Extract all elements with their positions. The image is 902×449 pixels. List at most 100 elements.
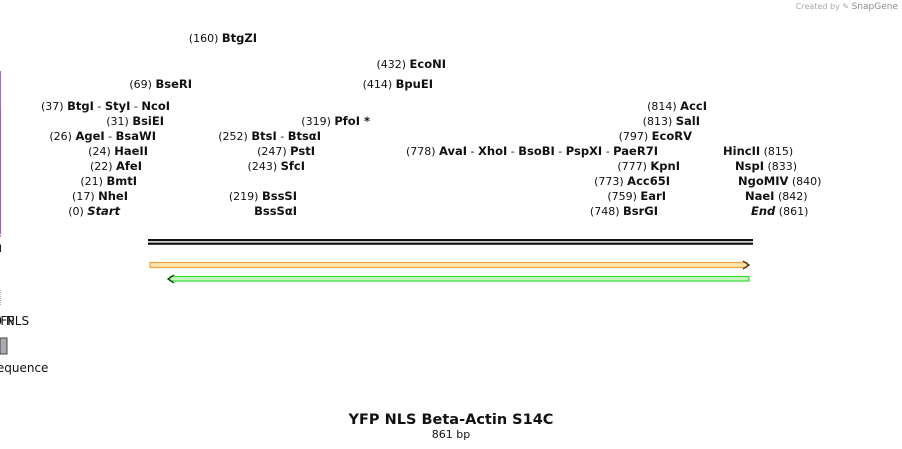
feature-kozak-box	[0, 337, 8, 355]
site-separator: -	[277, 130, 288, 143]
site-position: (31)	[106, 115, 132, 128]
reading-frame-forward	[149, 261, 748, 269]
site-label: (432) EcoNI	[376, 57, 446, 71]
site-position: (319)	[301, 115, 334, 128]
site-position: (815)	[760, 145, 793, 158]
reading-frame-reverse	[169, 275, 750, 282]
site-separator: -	[602, 145, 613, 158]
site-enzyme-name: AvaI	[439, 144, 467, 158]
site-label: (24) HaeII	[88, 144, 148, 158]
site-enzyme-name: BtsI	[251, 129, 276, 143]
site-position: (813)	[643, 115, 676, 128]
site-enzyme-name: Acc65I	[627, 174, 670, 188]
site-position: (773)	[594, 175, 627, 188]
site-label: (219) BssSI	[229, 189, 297, 203]
site-position: (797)	[619, 130, 652, 143]
site-label: NaeI (842)	[745, 189, 808, 203]
site-position: (69)	[129, 78, 155, 91]
site-label: (69) BseRI	[129, 77, 192, 91]
site-separator: -	[555, 145, 566, 158]
backbone-top-strand	[148, 239, 753, 242]
site-label: BssSαI	[254, 204, 297, 218]
site-separator: -	[507, 145, 518, 158]
site-enzyme-name: NaeI	[745, 189, 774, 203]
site-position: (778)	[406, 145, 439, 158]
features: EYFPSV40 NLS Kozak sequence	[0, 260, 751, 375]
site-position: (26)	[49, 130, 75, 143]
title-block: YFP NLS Beta-Actin S14C 861 bp	[348, 412, 554, 441]
backbone-bottom-strand	[148, 242, 753, 245]
reading-frame-forward-arrow-icon	[742, 260, 751, 270]
site-enzyme-name: BtgZI	[222, 31, 257, 45]
site-label: NgoMIV (840)	[738, 174, 821, 188]
site-label: (160) BtgZI	[189, 31, 257, 45]
site-label: (31) BsiEI	[106, 114, 164, 128]
site-label: (252) BtsI - BtsαI	[218, 129, 321, 143]
site-enzyme-name: StyI	[105, 99, 131, 113]
site-position: (777)	[617, 160, 650, 173]
site-label: End (861)	[751, 204, 808, 218]
reading-frame-reverse-arrow-icon	[166, 274, 175, 284]
site-position: (840)	[788, 175, 821, 188]
site-separator: -	[467, 145, 478, 158]
site-enzyme-name: BsiEI	[132, 114, 164, 128]
site-label: (243) SfcI	[248, 159, 305, 173]
site-label: (22) AfeI	[90, 159, 142, 173]
site-position: (814)	[647, 100, 680, 113]
site-enzyme-name: BsoBI	[518, 144, 555, 158]
site-enzyme-name: HaeII	[114, 144, 148, 158]
site-label: (777) KpnI	[617, 159, 680, 173]
site-label: (797) EcoRV	[619, 129, 693, 143]
watermark-prefix: Created by	[795, 2, 840, 11]
site-enzyme-name: KpnI	[650, 159, 680, 173]
site-position: (842)	[774, 190, 807, 203]
site-enzyme-name: NspI	[735, 159, 764, 173]
site-separator: -	[105, 130, 116, 143]
site-enzyme-name: End	[751, 204, 776, 218]
site-label: (814) AccI	[647, 99, 707, 113]
site-separator: -	[130, 100, 141, 113]
site-enzyme-name: AgeI	[75, 129, 104, 143]
site-separator: -	[94, 100, 105, 113]
site-enzyme-name: PstI	[290, 144, 315, 158]
watermark-brand: SnapGene	[851, 2, 898, 12]
snapgene-logo-icon: ✎	[842, 2, 850, 11]
site-position: (759)	[607, 190, 640, 203]
site-position: (252)	[218, 130, 251, 143]
site-enzyme-name: NheI	[98, 189, 128, 203]
site-position: (432)	[376, 58, 409, 71]
watermark: Created by ✎ SnapGene	[796, 2, 898, 12]
backbone	[148, 239, 753, 245]
feature-sv40-nls-label: SV40 NLS	[0, 314, 29, 328]
site-position: (219)	[229, 190, 262, 203]
site-position: (160)	[189, 32, 222, 45]
site-enzyme-name: BmtI	[106, 174, 137, 188]
site-label: (778) AvaI - XhoI - BsoBI - PspXI - PaeR…	[406, 144, 658, 158]
site-label: (17) NheI	[72, 189, 128, 203]
site-position: (247)	[257, 145, 290, 158]
site-label: NspI (833)	[735, 159, 797, 173]
site-label: (759) EarI	[607, 189, 666, 203]
site-position: (748)	[590, 205, 623, 218]
site-enzyme-name: EarI	[640, 189, 666, 203]
site-label: (37) BtgI - StyI - NcoI	[41, 99, 170, 113]
site-enzyme-name: BsaWI	[116, 129, 156, 143]
site-position: (0)	[68, 205, 87, 218]
site-label: (773) Acc65I	[594, 174, 670, 188]
site-enzyme-name: BssSI	[262, 189, 297, 203]
feature-kozak-label: Kozak sequence	[0, 361, 48, 375]
site-enzyme-name: BpuEI	[396, 77, 433, 91]
site-enzyme-name: PaeR7I	[613, 144, 658, 158]
site-label: (26) AgeI - BsaWI	[49, 129, 156, 143]
site-enzyme-name: HincII	[723, 144, 760, 158]
map-title: YFP NLS Beta-Actin S14C	[348, 412, 554, 428]
site-enzyme-name: NgoMIV	[738, 174, 788, 188]
site-position: (243)	[248, 160, 281, 173]
site-position: (37)	[41, 100, 67, 113]
feature-eyfp-label: EYFP	[0, 314, 15, 328]
site-enzyme-name: SfcI	[281, 159, 305, 173]
site-enzyme-name: Start	[87, 204, 120, 218]
restriction-sites: (0) Start(17) NheI(21) BmtI(22) AfeI(24)…	[41, 31, 821, 218]
site-label: (414) BpuEI	[363, 77, 433, 91]
